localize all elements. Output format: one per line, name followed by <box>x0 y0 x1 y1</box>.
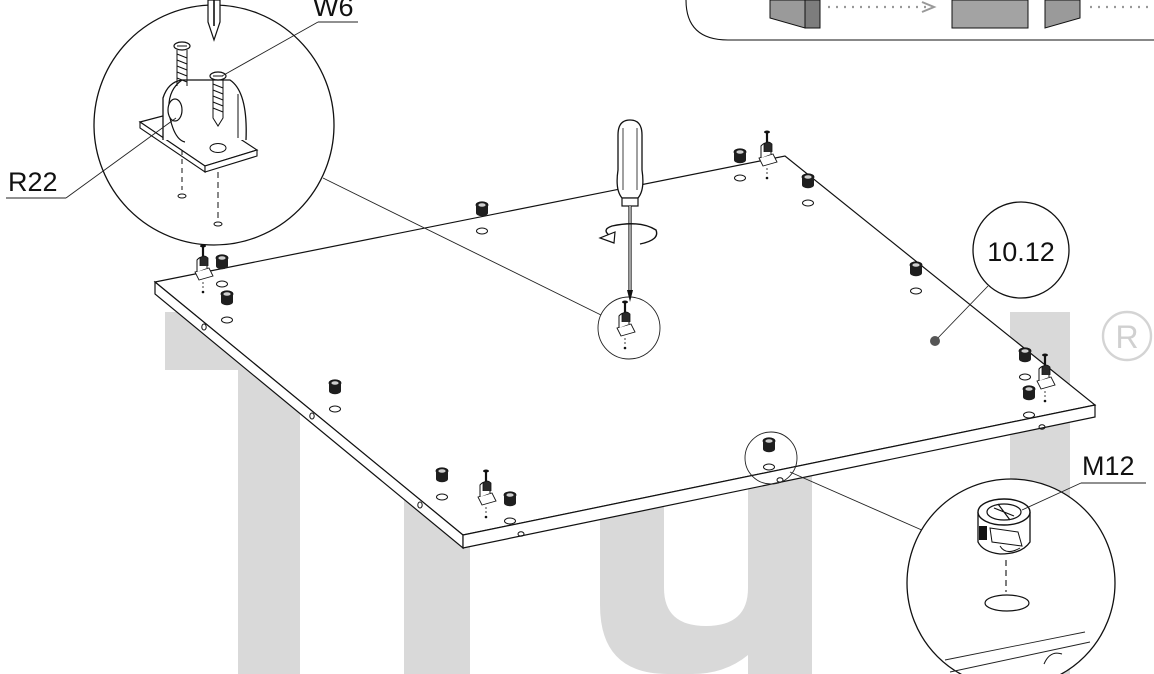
box-icon <box>1044 0 1081 29</box>
callout-w6: W6 <box>221 0 358 77</box>
box-icon <box>951 0 1029 29</box>
callout-m12-text: M12 <box>1082 451 1135 481</box>
rotation-arrow-icon <box>598 223 658 245</box>
screwdriver-icon <box>616 119 644 302</box>
detail-circle-cam <box>789 471 1116 674</box>
callout-w6-text: W6 <box>313 0 354 22</box>
callout-10-12: 10.12 <box>930 201 1070 346</box>
registered-mark: R <box>1115 319 1138 355</box>
callout-r22-text: R22 <box>8 167 58 197</box>
panel-10-12 <box>153 155 1097 550</box>
detail-ring-cam <box>744 431 798 485</box>
box-icon <box>769 0 821 29</box>
panel-marker-dot <box>930 336 940 346</box>
callout-10-12-text: 10.12 <box>987 237 1055 267</box>
callout-r22: R22 <box>6 117 177 199</box>
arrow-right-icon <box>828 1 937 13</box>
callout-m12: M12 <box>1021 451 1146 511</box>
sequence-inset <box>685 0 1154 41</box>
